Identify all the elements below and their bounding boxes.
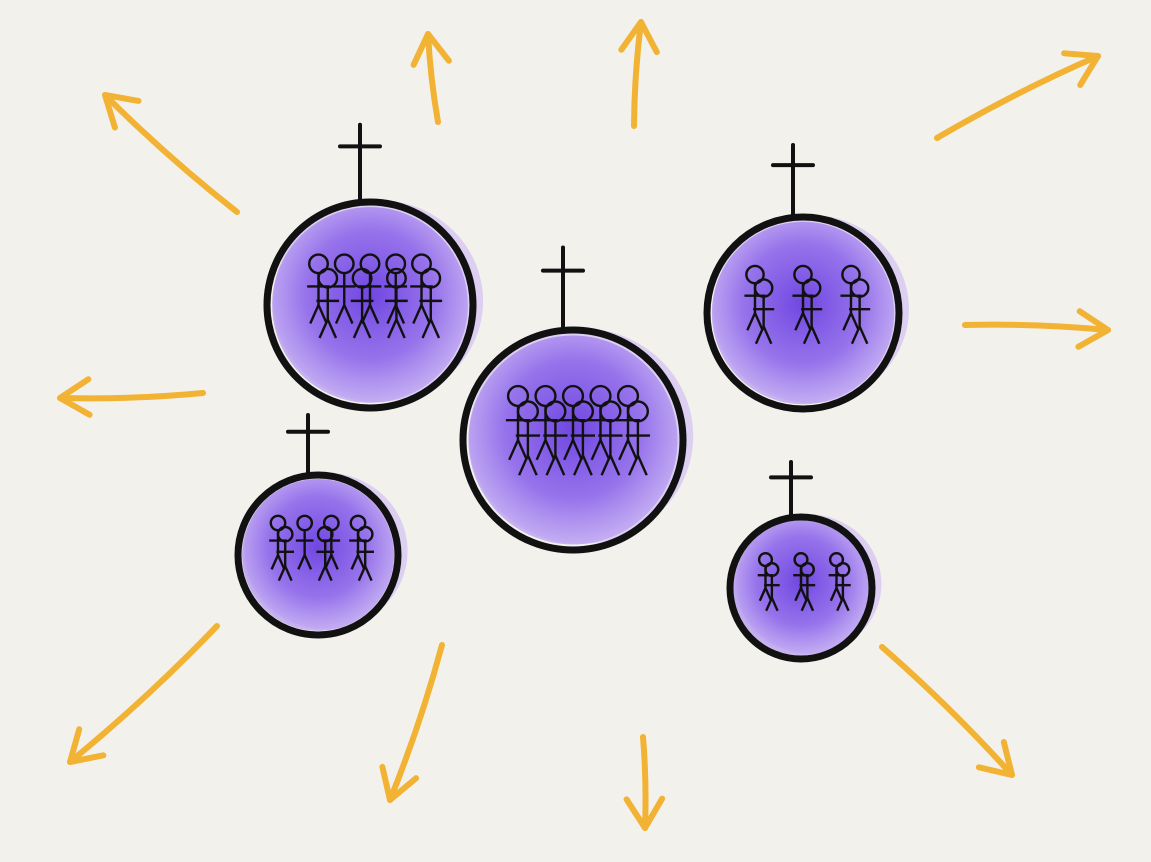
church-center bbox=[463, 248, 693, 551]
church-bottom-right bbox=[730, 462, 881, 659]
cross-icon bbox=[340, 125, 380, 202]
arrow-down-center-left bbox=[382, 645, 442, 800]
arrow-up-left bbox=[105, 95, 237, 212]
cross-icon bbox=[288, 415, 328, 475]
arrow-up-small bbox=[414, 34, 449, 122]
arrow-up-center bbox=[621, 22, 656, 126]
arrow-left bbox=[60, 379, 203, 415]
church-top-right bbox=[707, 145, 909, 409]
cross-icon bbox=[543, 248, 583, 331]
arrow-down-left bbox=[70, 626, 217, 762]
arrow-down-center bbox=[627, 737, 663, 828]
cross-icon bbox=[771, 462, 811, 517]
churches-layer bbox=[238, 125, 909, 659]
church-bottom-left bbox=[238, 415, 408, 635]
church-top-left bbox=[267, 125, 483, 408]
cross-icon bbox=[773, 145, 813, 217]
arrow-up-right bbox=[937, 53, 1098, 138]
arrow-down-right bbox=[882, 647, 1012, 775]
arrow-right bbox=[965, 311, 1108, 347]
